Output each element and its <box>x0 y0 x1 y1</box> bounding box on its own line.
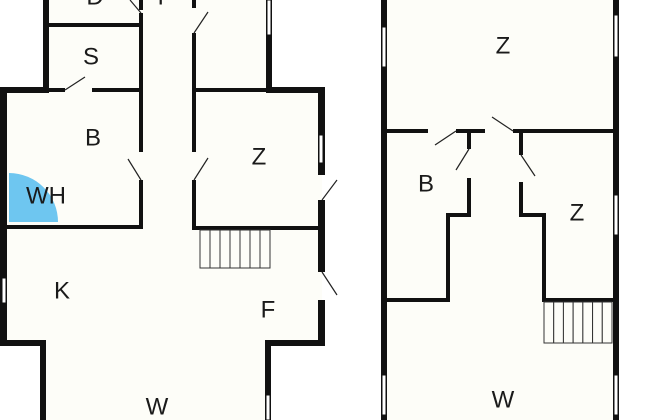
upper-floor-interior <box>385 0 616 420</box>
upper-room-label-b: B <box>418 170 434 197</box>
room-label-f: F <box>261 296 276 323</box>
stair-tread <box>199 229 211 269</box>
room-label-k: K <box>54 277 70 304</box>
stair-tread <box>553 301 564 344</box>
upper-room-label-w: W <box>492 386 515 413</box>
room-label-d: D <box>86 0 103 10</box>
upper-room-label-z1: Z <box>496 32 511 59</box>
room-label-b: B <box>85 124 101 151</box>
ground-floor-stairs <box>199 229 271 269</box>
stair-tread <box>562 301 574 344</box>
room-label-w: W <box>146 393 169 420</box>
stair-tread <box>219 229 231 269</box>
stair-tread <box>249 229 261 269</box>
ground-floor-doors <box>64 0 338 296</box>
upper-room-label-z2: Z <box>570 199 585 226</box>
ground-floor-interior <box>3 0 322 420</box>
stair-tread <box>601 301 613 344</box>
wet-area-quarter-circle <box>9 173 58 222</box>
stair-tread <box>259 229 271 269</box>
upper-floor-doors <box>434 116 536 177</box>
room-label-z: Z <box>252 143 267 170</box>
stair-tread <box>582 301 594 344</box>
upper-floor-stairs <box>543 301 613 344</box>
room-label-f-top: F <box>158 0 173 10</box>
stair-tread <box>239 229 251 269</box>
ground-floor-walls <box>0 0 325 420</box>
stair-tread <box>572 301 584 344</box>
room-label-wh: WH <box>26 182 66 209</box>
stair-tread <box>209 229 221 269</box>
stair-tread <box>543 301 555 344</box>
stair-tread <box>229 229 241 269</box>
upper-floor-walls <box>381 0 619 420</box>
room-label-s: S <box>83 43 99 70</box>
stair-tread <box>592 301 603 344</box>
